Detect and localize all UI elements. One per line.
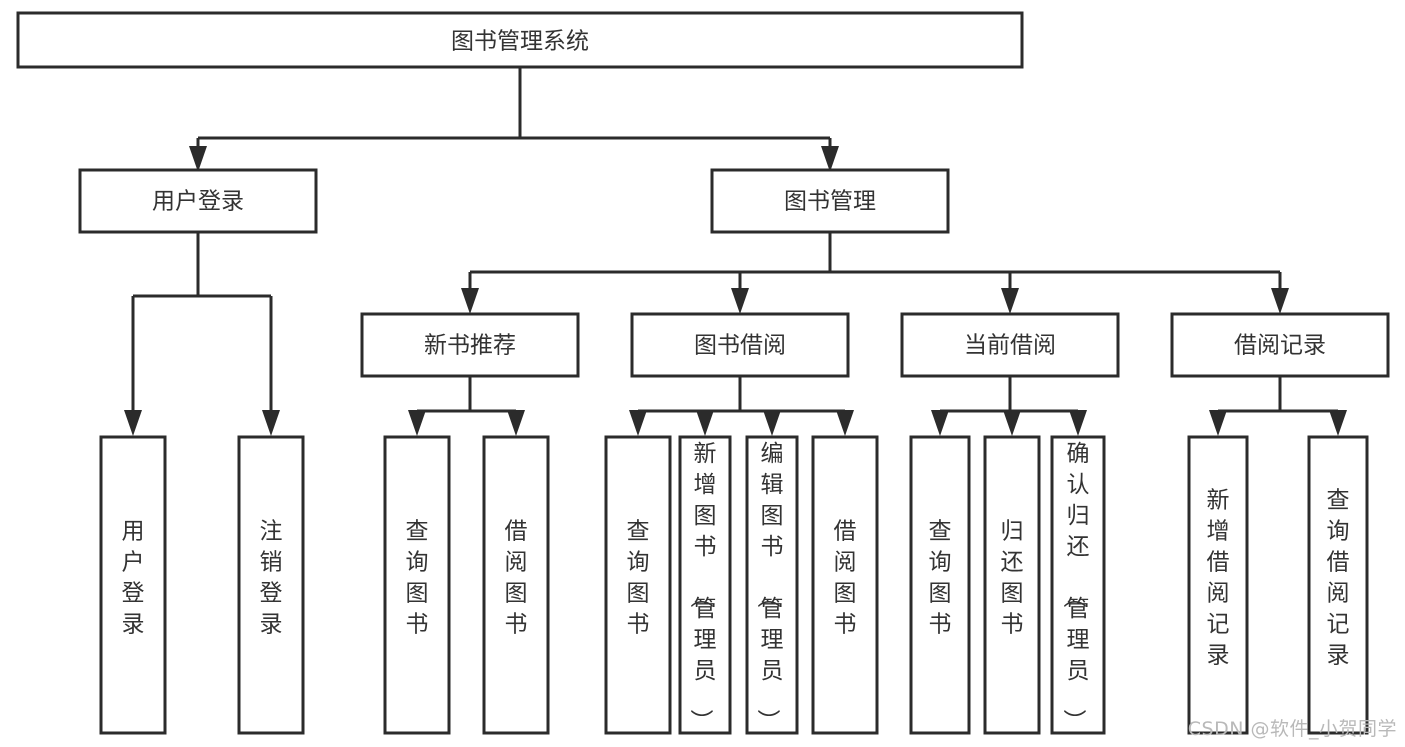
leaf-add-borrow-record-box[interactable] bbox=[1187, 435, 1249, 735]
leaf-return-book-label: 归还图书 bbox=[1001, 519, 1024, 638]
node-borrow-record-label: 借阅记录 bbox=[1234, 333, 1326, 359]
arrowhead-leaf-query-record bbox=[1329, 410, 1347, 436]
leaf-edit-book-admin[interactable]: 编辑图书（管理员） bbox=[745, 435, 799, 735]
leaf-query-book-current-label: 查询图书 bbox=[929, 519, 952, 638]
leaf-confirm-return-admin-label: 确认归还（管理员） bbox=[1061, 441, 1090, 732]
csdn-watermark: CSDN @软件_小贺同学 bbox=[1187, 718, 1397, 740]
leaf-user-login[interactable]: 用户登录 bbox=[99, 435, 167, 735]
edge-bookborrow-bus bbox=[636, 376, 847, 416]
leaf-add-book-admin-label: 新增图书（管理员） bbox=[688, 441, 717, 732]
node-book-borrow[interactable]: 图书借阅 bbox=[630, 312, 850, 378]
leaf-return-book[interactable]: 归还图书 bbox=[983, 435, 1041, 735]
node-new-book-recommend-box[interactable] bbox=[360, 312, 580, 378]
leaf-confirm-return-admin[interactable]: 确认归还（管理员） bbox=[1050, 435, 1106, 735]
node-user-login[interactable]: 用户登录 bbox=[78, 168, 318, 234]
arrowhead-leaf-borrow-book-1 bbox=[507, 410, 525, 436]
leaf-confirm-return-admin-box[interactable] bbox=[1050, 435, 1106, 735]
arrowhead-leaf-confirm-return bbox=[1069, 410, 1087, 436]
edge-root-to-bus bbox=[196, 67, 832, 152]
node-current-borrow-label: 当前借阅 bbox=[964, 333, 1056, 359]
leaf-borrow-book-borrow[interactable]: 借阅图书 bbox=[811, 435, 879, 735]
leaf-query-book-newbook-label: 查询图书 bbox=[406, 519, 429, 638]
leaf-query-borrow-record[interactable]: 查询借阅记录 bbox=[1307, 435, 1369, 735]
arrowhead-current-borrow bbox=[1001, 288, 1019, 314]
edge-borrowrecord-bus bbox=[1216, 376, 1340, 416]
arrowhead-leaf-query-book-2 bbox=[629, 410, 647, 436]
arrowhead-new-book-rec bbox=[461, 288, 479, 314]
leaf-borrow-book-newbook-box[interactable] bbox=[482, 435, 550, 735]
leaf-query-book-current-box[interactable] bbox=[909, 435, 971, 735]
arrowhead-leaf-add-record bbox=[1209, 410, 1227, 436]
node-user-login-box[interactable] bbox=[78, 168, 318, 234]
leaf-borrow-book-newbook-label: 借阅图书 bbox=[505, 519, 528, 638]
arrowhead-leaf-return-book bbox=[1003, 410, 1021, 436]
arrowhead-user-login bbox=[189, 146, 207, 172]
node-book-borrow-label: 图书借阅 bbox=[694, 333, 786, 359]
edge-bookmanage-bus bbox=[468, 232, 1282, 294]
node-current-borrow-box[interactable] bbox=[900, 312, 1120, 378]
leaf-logout[interactable]: 注销登录 bbox=[237, 435, 305, 735]
leaf-logout-box[interactable] bbox=[237, 435, 305, 735]
arrowhead-leaf-query-book-1 bbox=[408, 410, 426, 436]
leaf-borrow-book-newbook[interactable]: 借阅图书 bbox=[482, 435, 550, 735]
arrowhead-borrow-record bbox=[1271, 288, 1289, 314]
node-book-management-box[interactable] bbox=[710, 168, 950, 234]
leaf-add-borrow-record[interactable]: 新增借阅记录 bbox=[1187, 435, 1249, 735]
leaf-add-borrow-record-label: 新增借阅记录 bbox=[1207, 488, 1230, 669]
node-book-borrow-box[interactable] bbox=[630, 312, 850, 378]
leaf-query-borrow-record-box[interactable] bbox=[1307, 435, 1369, 735]
node-borrow-record[interactable]: 借阅记录 bbox=[1170, 312, 1390, 378]
arrowhead-book-borrow bbox=[731, 288, 749, 314]
leaf-query-book-borrow[interactable]: 查询图书 bbox=[604, 435, 672, 735]
leaf-query-borrow-record-label: 查询借阅记录 bbox=[1327, 488, 1350, 669]
node-root-system-label: 图书管理系统 bbox=[451, 29, 589, 55]
leaf-borrow-book-borrow-label: 借阅图书 bbox=[834, 519, 857, 638]
node-book-management[interactable]: 图书管理 bbox=[710, 168, 950, 234]
leaf-edit-book-admin-box[interactable] bbox=[745, 435, 799, 735]
arrowhead-book-manage bbox=[821, 146, 839, 172]
leaf-add-book-admin[interactable]: 新增图书（管理员） bbox=[678, 435, 732, 735]
leaf-edit-book-admin-label: 编辑图书（管理员） bbox=[755, 441, 784, 732]
arrowhead-leaf-add-book bbox=[696, 410, 714, 436]
leaf-add-book-admin-box[interactable] bbox=[678, 435, 732, 735]
arrowhead-leaf-borrow-book-2 bbox=[836, 410, 854, 436]
leaf-query-book-borrow-box[interactable] bbox=[604, 435, 672, 735]
node-root-system[interactable]: 图书管理系统 bbox=[16, 11, 1024, 69]
edge-newbook-bus bbox=[415, 376, 518, 416]
leaf-user-login-label: 用户登录 bbox=[122, 519, 145, 638]
leaf-logout-label: 注销登录 bbox=[260, 519, 283, 638]
arrowhead-leaf-edit-book bbox=[763, 410, 781, 436]
node-root-system-box[interactable] bbox=[16, 11, 1024, 69]
arrowhead-leaf-user-login bbox=[124, 410, 142, 436]
node-borrow-record-box[interactable] bbox=[1170, 312, 1390, 378]
arrowhead-leaf-logout bbox=[262, 410, 280, 436]
leaf-borrow-book-borrow-box[interactable] bbox=[811, 435, 879, 735]
node-current-borrow[interactable]: 当前借阅 bbox=[900, 312, 1120, 378]
node-user-login-label: 用户登录 bbox=[152, 189, 244, 215]
leaf-query-book-newbook[interactable]: 查询图书 bbox=[383, 435, 451, 735]
leaf-layer: 用户登录 注销登录 查询图书 借阅图书 查询图书 新增图书（管理员） bbox=[99, 435, 1369, 735]
leaf-user-login-box[interactable] bbox=[99, 435, 167, 735]
connector-layer bbox=[124, 67, 1347, 436]
leaf-query-book-newbook-box[interactable] bbox=[383, 435, 451, 735]
edge-userlogin-bus bbox=[131, 232, 273, 414]
leaf-query-book-current[interactable]: 查询图书 bbox=[909, 435, 971, 735]
arrowhead-leaf-query-book-3 bbox=[931, 410, 949, 436]
leaf-query-book-borrow-label: 查询图书 bbox=[627, 519, 650, 638]
node-book-management-label: 图书管理 bbox=[784, 189, 876, 215]
node-new-book-recommend-label: 新书推荐 bbox=[424, 333, 516, 359]
leaf-return-book-box[interactable] bbox=[983, 435, 1041, 735]
node-new-book-recommend[interactable]: 新书推荐 bbox=[360, 312, 580, 378]
